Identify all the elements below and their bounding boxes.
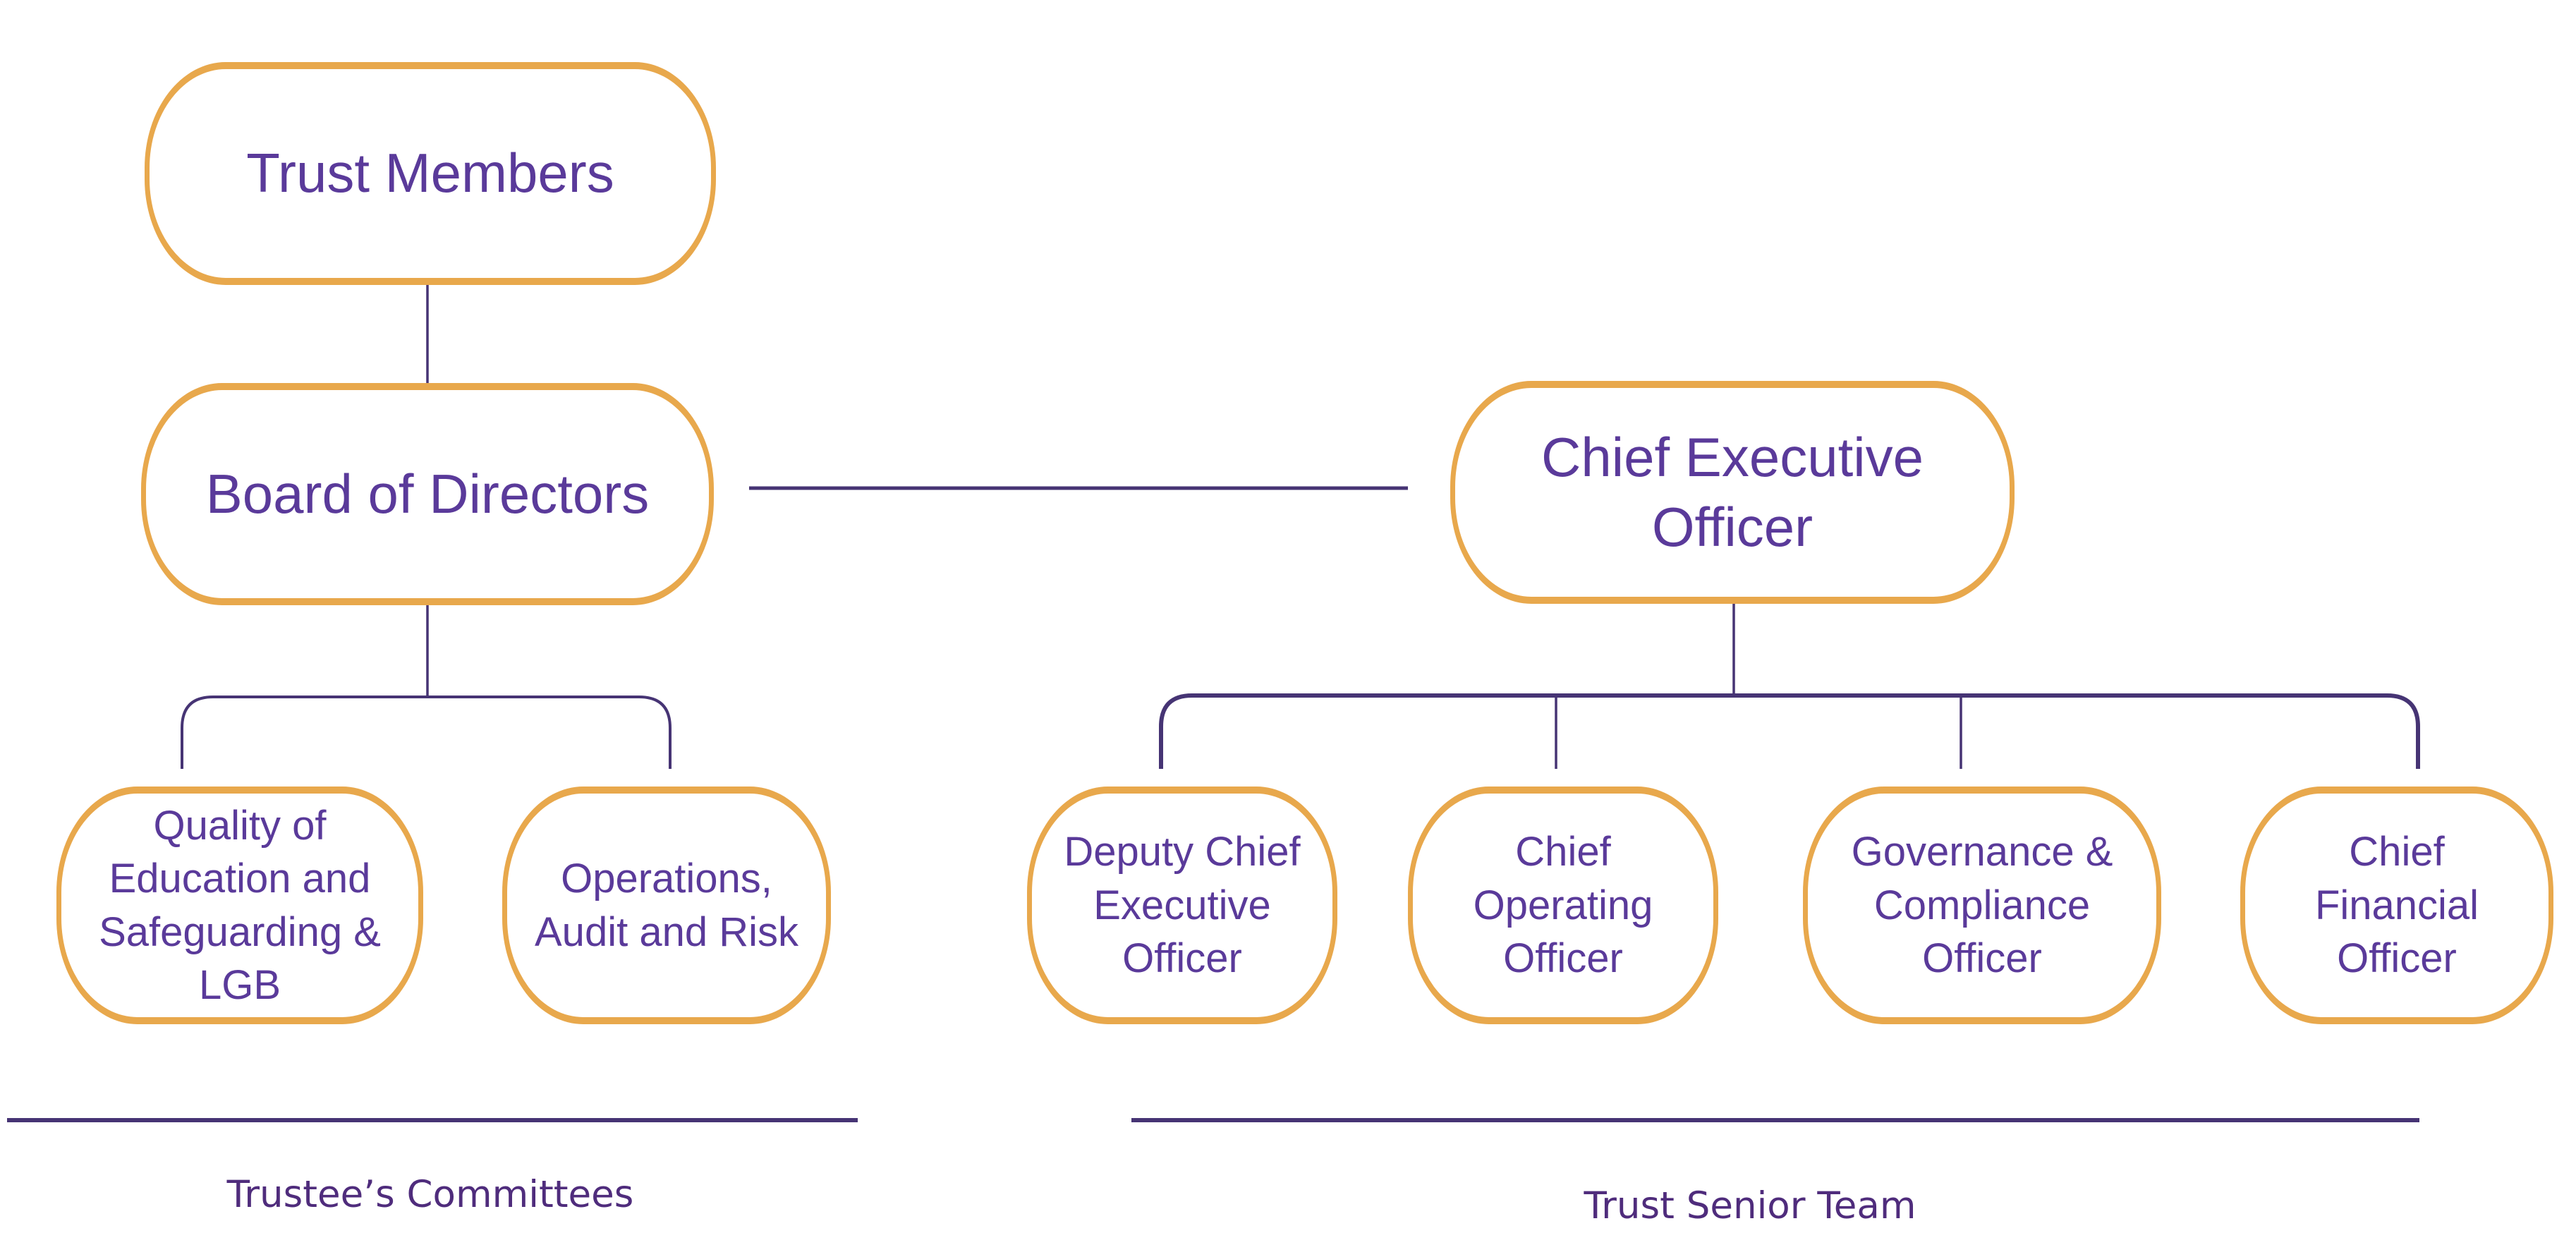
edge-ceo-bracket [1159,693,2420,769]
node-label: Operations, Audit and Risk [535,856,798,955]
node-chief-operating-officer: Chief Operating Officer [1408,787,1718,1024]
node-label: Board of Directors [205,462,650,525]
node-chief-executive-officer: Chief Executive Officer [1450,381,2015,604]
node-label: Chief Operating Officer [1473,829,1653,982]
node-operations-audit-risk: Operations, Audit and Risk [502,787,831,1024]
node-deputy-chief-executive-officer: Deputy Chief Executive Officer [1027,787,1337,1024]
node-label: Chief Financial Officer [2314,829,2479,982]
node-label: Chief Executive Officer [1541,425,1924,558]
node-chief-financial-officer: Chief Financial Officer [2240,787,2553,1024]
node-label: Trust Members [246,142,614,205]
edge-board-bracket [181,696,672,769]
node-governance-compliance-officer: Governance & Compliance Officer [1803,787,2161,1024]
node-label: Governance & Compliance Officer [1851,829,2113,982]
node-board-of-directors: Board of Directors [141,383,714,605]
node-label: Quality of Education and Safeguarding & … [99,802,381,1008]
node-label: Deputy Chief Executive Officer [1064,829,1301,982]
group-label-trustees-committees: Trustee’s Committees [226,1173,634,1216]
group-label-trust-senior-team: Trust Senior Team [1584,1184,1916,1227]
node-quality-of-education: Quality of Education and Safeguarding & … [56,787,423,1024]
node-trust-members: Trust Members [145,62,716,285]
